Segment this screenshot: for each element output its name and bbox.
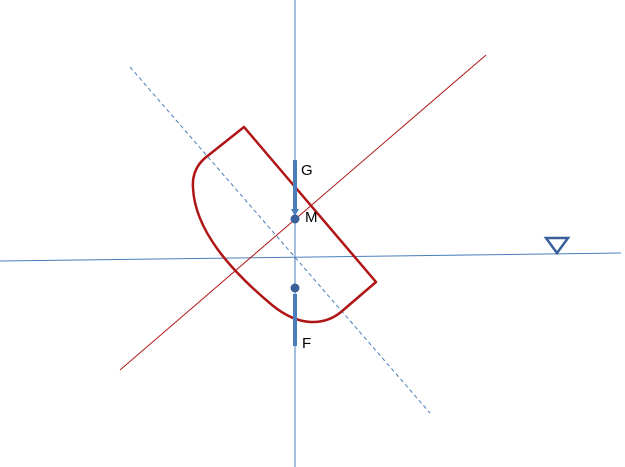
inverted-triangle-icon bbox=[543, 236, 571, 256]
label-m: M bbox=[305, 209, 318, 226]
heeled-symmetry-axis bbox=[129, 66, 431, 414]
metacenter-point bbox=[290, 214, 300, 224]
buoyancy-force-bar bbox=[293, 294, 297, 346]
waterline bbox=[0, 252, 622, 262]
weight-force-bar bbox=[293, 160, 297, 210]
label-g: G bbox=[301, 162, 313, 179]
label-f: F bbox=[302, 335, 311, 352]
buoyancy-center-point bbox=[290, 283, 300, 293]
weight-force-arrowhead bbox=[291, 209, 299, 216]
hull-outline bbox=[191, 125, 378, 324]
heeled-reference-line bbox=[119, 54, 487, 371]
